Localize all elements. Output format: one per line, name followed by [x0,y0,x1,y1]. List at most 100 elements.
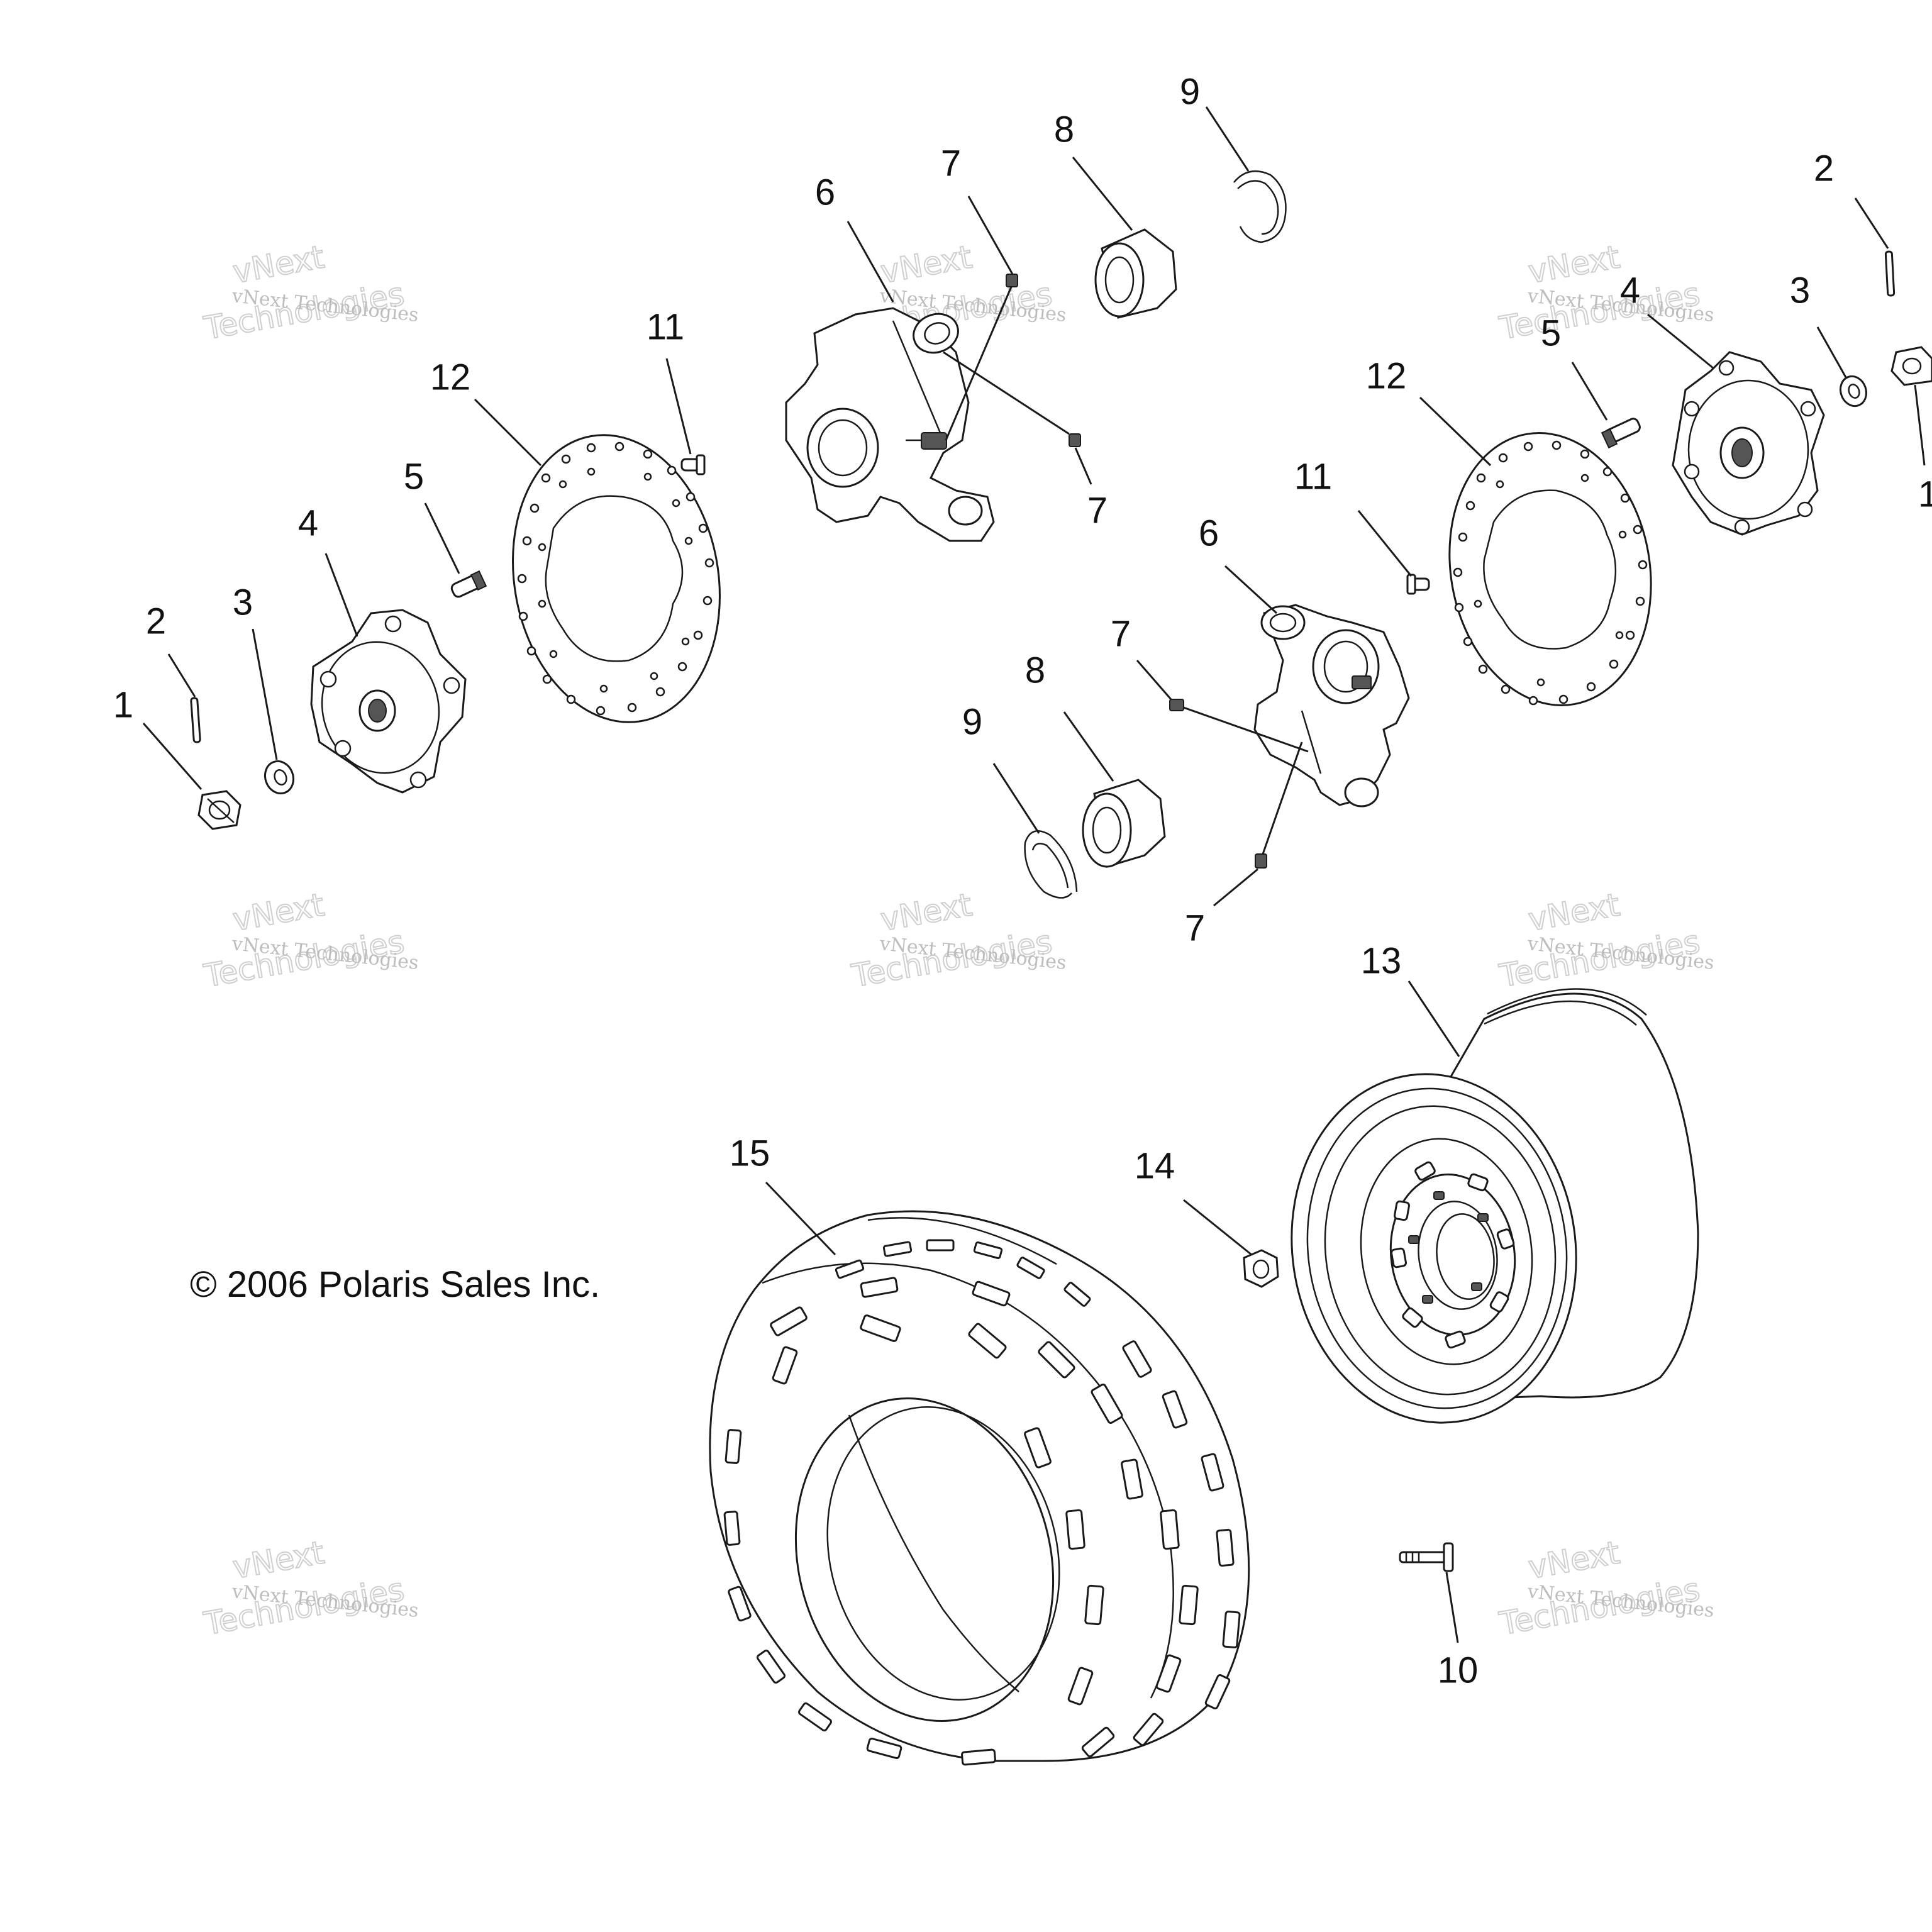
callout-2-left: 2 [146,601,166,641]
callout-7-a: 7 [941,143,961,184]
callout-9-mid: 9 [962,701,982,742]
watermark-bottom-left: vNext Technologies [201,1533,408,1643]
callout-8-top: 8 [1054,109,1074,150]
leader-1-edge [1914,384,1926,466]
callout-7-c: 7 [1111,613,1131,654]
leader-11-top [665,358,692,455]
grease-fitting-top-a [1006,274,1018,287]
brake-disc-right [1448,432,1652,706]
leader-7-a [967,196,1014,275]
wheel-bolt [1399,1542,1454,1572]
castle-nut-right [1890,346,1932,386]
cotter-pin-left [190,697,201,743]
callout-7-b: 7 [1087,490,1108,531]
bolt-11-right [1406,574,1430,595]
leader-10 [1445,1572,1459,1643]
steering-knuckle-top [785,307,995,542]
leader-13 [1407,980,1460,1057]
leader-7-b-link [943,351,1070,435]
callout-11-top: 11 [647,306,684,347]
watermark-big-13: vNext [230,1534,327,1585]
wheel-hub-right [1672,351,1825,536]
watermark-big-17: vNext [1526,1534,1623,1585]
washer-left [264,760,295,795]
lug-nut [1243,1249,1279,1288]
callout-3-left: 3 [233,582,253,623]
leader-5-left [424,502,460,574]
tire [709,1210,1250,1766]
callout-10: 10 [1438,1650,1479,1690]
wheel-bearing-mid [1082,779,1166,868]
watermark-big-11: vNext [1526,886,1623,938]
leader-7-a-link [945,286,1013,441]
castle-nut-left [197,790,242,830]
leader-8-mid [1063,711,1114,782]
washer-right [1839,375,1868,408]
grease-fitting-mid-d [1255,853,1267,869]
callout-8-mid: 8 [1025,650,1045,691]
callout-6-mid: 6 [1199,513,1219,553]
snap-ring-top [1233,170,1287,243]
leader-2-left [167,653,196,697]
wheel-hub-left [310,609,467,794]
leader-8-top [1072,157,1133,231]
wheel-stud-right [1601,418,1641,449]
watermark-mid-left: vNext Technologies [201,886,408,995]
callout-5-right: 5 [1541,313,1561,353]
callout-12-left: 12 [430,357,471,397]
watermark-big-3: vNext [878,238,975,290]
callout-6-top: 6 [815,172,835,213]
watermark-mid-center: vNext Technologies [848,886,1055,995]
leader-9-mid [992,763,1040,834]
callout-14: 14 [1135,1145,1175,1186]
steering-knuckle-mid [1253,604,1410,808]
watermark-bottom-right: vNext Technologies [1496,1533,1703,1643]
leader-7-c [1136,660,1172,700]
watermark-big-5: vNext [1526,238,1623,290]
leader-12-left [474,398,542,467]
leader-7-d [1213,868,1258,907]
callout-4-right: 4 [1620,270,1640,311]
leader-7-c-link [1183,706,1309,753]
callout-4-left: 4 [298,502,318,543]
callout-11-right: 11 [1294,456,1332,497]
snap-ring-mid [1024,830,1078,899]
wheel-rim [1291,988,1699,1424]
leader-12-right [1419,396,1492,467]
disc-holes-left [517,441,714,716]
leader-1 [142,723,203,790]
callout-9-top: 9 [1180,71,1200,112]
watermark-big-1: vNext [230,238,327,290]
leader-15 [765,1181,836,1256]
callout-15: 15 [730,1133,770,1174]
callout-7-d: 7 [1185,908,1205,948]
leader-7-b [1074,447,1092,485]
cotter-pin-right [1884,250,1896,297]
disc-holes-right [1453,440,1648,706]
callout-1-edge: 1 [1918,474,1932,514]
wheel-bearing-top [1094,228,1177,319]
leader-4-right [1647,313,1714,370]
leader-6-top [847,221,894,303]
leader-3-right [1816,326,1847,378]
brake-disc-left [512,434,721,723]
leader-9-top [1205,106,1250,172]
wheel-stud-left [450,570,487,598]
watermark-top-right: vNext Technologies [1496,238,1703,347]
callout-2-right: 2 [1814,148,1834,189]
rim-lug-holes [1391,1161,1515,1349]
leader-4-left [325,553,358,637]
callout-12-right: 12 [1366,355,1407,396]
leader-14 [1183,1199,1252,1256]
copyright-notice: © 2006 Polaris Sales Inc. [190,1264,600,1305]
watermark-big-9: vNext [878,886,975,938]
watermark-mid-right: vNext Technologies [1496,886,1703,995]
bolt-11-top [680,454,706,475]
callout-13: 13 [1361,940,1402,981]
callout-1: 1 [113,684,133,725]
leader-2-right [1854,197,1889,249]
grease-fitting-top-b [1069,433,1081,447]
watermark-big-7: vNext [230,886,327,938]
leader-5-right [1571,362,1608,421]
